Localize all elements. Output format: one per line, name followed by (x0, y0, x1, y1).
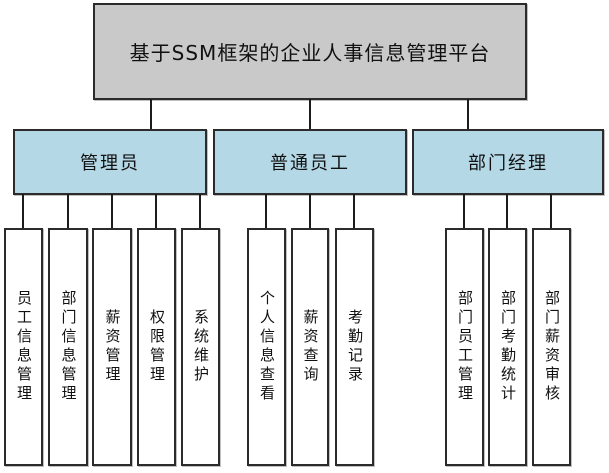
connector-line (353, 194, 355, 229)
leaf-node-dept-attendance-stats: 部门考勤统计 (488, 228, 527, 466)
role-node-manager: 部门经理 (412, 129, 604, 195)
leaf-node-permission-mgmt: 权限管理 (137, 228, 176, 466)
leaf-label: 员工信息管理 (15, 290, 33, 404)
connector-line (111, 194, 113, 229)
leaf-node-employee-info-mgmt: 员工信息管理 (4, 228, 43, 466)
leaf-label: 部门薪资审核 (543, 290, 561, 404)
connector-line (463, 194, 465, 229)
leaf-label: 部门考勤统计 (499, 290, 517, 404)
leaf-label: 考勤记录 (346, 309, 364, 385)
connector-root-employee (309, 99, 311, 130)
root-node-label: 基于SSM框架的企业人事信息管理平台 (129, 41, 491, 65)
connector-line (550, 194, 552, 229)
leaf-node-dept-employee-mgmt: 部门员工管理 (445, 228, 484, 466)
leaf-node-attendance-record: 考勤记录 (335, 228, 374, 466)
leaf-node-salary-query: 薪资查询 (291, 228, 329, 466)
role-node-admin: 管理员 (13, 129, 207, 195)
connector-line (309, 194, 311, 229)
role-node-manager-label: 部门经理 (468, 153, 548, 174)
leaf-node-dept-salary-review: 部门薪资审核 (532, 228, 571, 466)
leaf-node-personal-info-view: 个人信息查看 (247, 228, 286, 466)
leaf-label: 系统维护 (192, 309, 210, 385)
leaf-node-salary-mgmt: 薪资管理 (92, 228, 132, 466)
leaf-label: 权限管理 (148, 309, 166, 385)
role-node-admin-label: 管理员 (80, 153, 140, 174)
connector-line (506, 194, 508, 229)
leaf-label: 薪资管理 (103, 309, 122, 385)
connector-line (22, 194, 24, 229)
leaf-label: 薪资查询 (301, 309, 320, 385)
leaf-node-system-maintenance: 系统维护 (181, 228, 220, 466)
leaf-node-dept-info-mgmt: 部门信息管理 (48, 228, 88, 466)
leaf-label: 部门信息管理 (59, 290, 78, 404)
role-node-employee: 普通员工 (213, 129, 407, 195)
connector-line (67, 194, 69, 229)
connector-line (199, 194, 201, 229)
connector-root-manager (467, 99, 469, 130)
connector-root-admin (150, 99, 152, 130)
leaf-label: 个人信息查看 (258, 290, 276, 404)
root-node: 基于SSM框架的企业人事信息管理平台 (93, 3, 527, 100)
role-node-employee-label: 普通员工 (270, 153, 350, 174)
leaf-label: 部门员工管理 (456, 290, 474, 404)
connector-line (155, 194, 157, 229)
connector-line (265, 194, 267, 229)
